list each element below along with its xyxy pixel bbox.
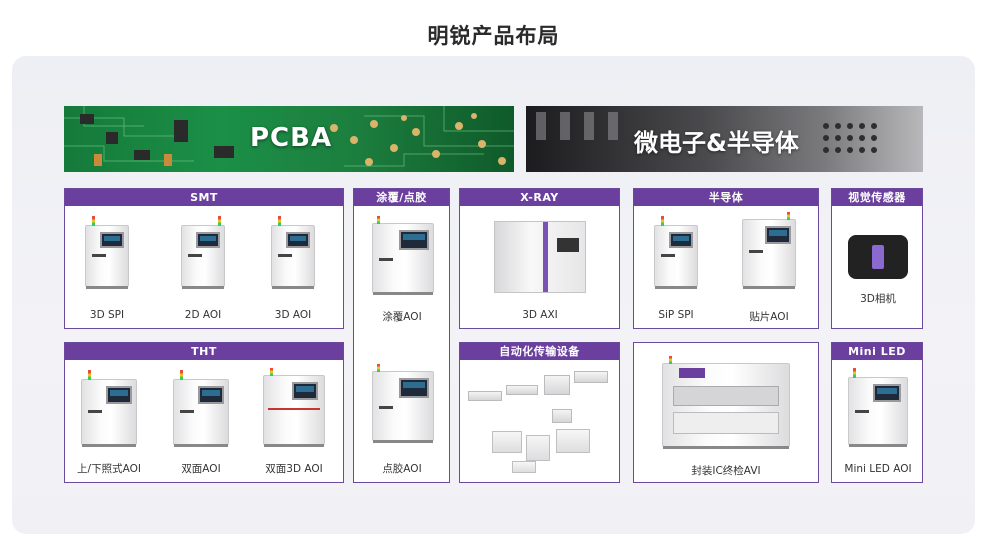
product-mini-led-aoi[interactable]: Mini LED AOI <box>842 365 914 477</box>
camera-image <box>848 235 908 279</box>
product-double-side-aoi[interactable]: 双面AOI <box>169 365 233 477</box>
pcba-banner-label: PCBA <box>250 123 333 153</box>
product-label: 2D AOI <box>184 309 222 321</box>
product-label: 3D AOI <box>274 309 312 321</box>
machine-image <box>372 364 434 443</box>
product-dispensing-aoi[interactable]: 点胶AOI <box>366 361 438 475</box>
semiconductor-banner: 微电子&半导体 <box>526 106 923 172</box>
machine-image <box>654 216 698 289</box>
chip-pattern <box>536 112 877 153</box>
product-label: SiP SPI <box>658 309 694 321</box>
product-double-side-3d-aoi[interactable]: 双面3D AOI <box>259 365 329 477</box>
machine-image <box>181 216 225 289</box>
semiconductor-banner-label: 微电子&半导体 <box>634 129 799 157</box>
group-tht-title: THT <box>65 343 343 360</box>
product-3d-axi[interactable]: 3D AXI <box>490 211 590 323</box>
machine-image <box>263 368 325 447</box>
machine-image <box>742 212 796 289</box>
product-label: Mini LED AOI <box>844 463 912 475</box>
product-3d-camera[interactable]: 3D相机 <box>842 213 914 325</box>
product-label: 双面3D AOI <box>265 463 323 475</box>
group-mini-led: Mini LED Mini LED AOI <box>831 342 923 483</box>
conveyor-equipment-image <box>466 365 614 477</box>
machine-image <box>81 370 137 447</box>
pcba-banner: PCBA <box>64 106 514 172</box>
group-coating-dispensing: 涂覆/点胶 涂覆AOI 点胶AOI <box>353 188 450 483</box>
product-3d-spi[interactable]: 3D SPI <box>79 211 135 323</box>
product-top-bottom-aoi[interactable]: 上/下照式AOI <box>77 365 141 477</box>
group-automation-title: 自动化传输设备 <box>460 343 619 360</box>
machine-image <box>173 370 229 447</box>
product-coating-aoi[interactable]: 涂覆AOI <box>366 215 438 327</box>
product-ic-final-avi[interactable]: 封装IC终检AVI <box>656 353 796 479</box>
product-label: 涂覆AOI <box>382 311 422 323</box>
product-sip-spi[interactable]: SiP SPI <box>648 211 704 323</box>
product-label: 贴片AOI <box>749 311 789 323</box>
machine-image <box>85 216 129 289</box>
product-label: 点胶AOI <box>382 463 422 475</box>
group-smt: SMT 3D SPI 2D AOI 3D AOI <box>64 188 344 329</box>
product-label: 上/下照式AOI <box>77 463 141 475</box>
group-semiconductor: 半导体 SiP SPI 贴片AOI <box>633 188 819 329</box>
product-2d-aoi[interactable]: 2D AOI <box>175 211 231 323</box>
group-miniled-title: Mini LED <box>832 343 922 360</box>
machine-image <box>848 368 908 447</box>
group-ic-final-inspection: 封装IC终检AVI <box>633 342 819 483</box>
group-vision-sensor: 视觉传感器 3D相机 <box>831 188 923 329</box>
product-3d-aoi[interactable]: 3D AOI <box>265 211 321 323</box>
pcb-pattern <box>64 106 514 167</box>
group-semiconductor-title: 半导体 <box>634 189 818 206</box>
product-label: 双面AOI <box>181 463 221 475</box>
product-label: 3D相机 <box>860 293 896 305</box>
xray-machine-image <box>494 221 586 293</box>
group-xray-title: X-RAY <box>460 189 619 206</box>
group-smt-title: SMT <box>65 189 343 206</box>
product-label: 3D AXI <box>522 309 558 321</box>
product-label: 封装IC终检AVI <box>691 465 761 477</box>
page-title: 明锐产品布局 <box>427 24 560 48</box>
machine-image <box>662 356 790 449</box>
product-die-bond-aoi[interactable]: 贴片AOI <box>738 211 800 323</box>
machine-image <box>271 216 315 289</box>
group-vision-title: 视觉传感器 <box>832 189 922 206</box>
product-label: 3D SPI <box>89 309 125 321</box>
group-tht: THT 上/下照式AOI 双面AOI 双面3D AOI <box>64 342 344 483</box>
group-automation-conveyor: 自动化传输设备 <box>459 342 620 483</box>
group-xray: X-RAY 3D AXI <box>459 188 620 329</box>
machine-image <box>372 216 434 295</box>
group-coating-title: 涂覆/点胶 <box>354 189 449 206</box>
